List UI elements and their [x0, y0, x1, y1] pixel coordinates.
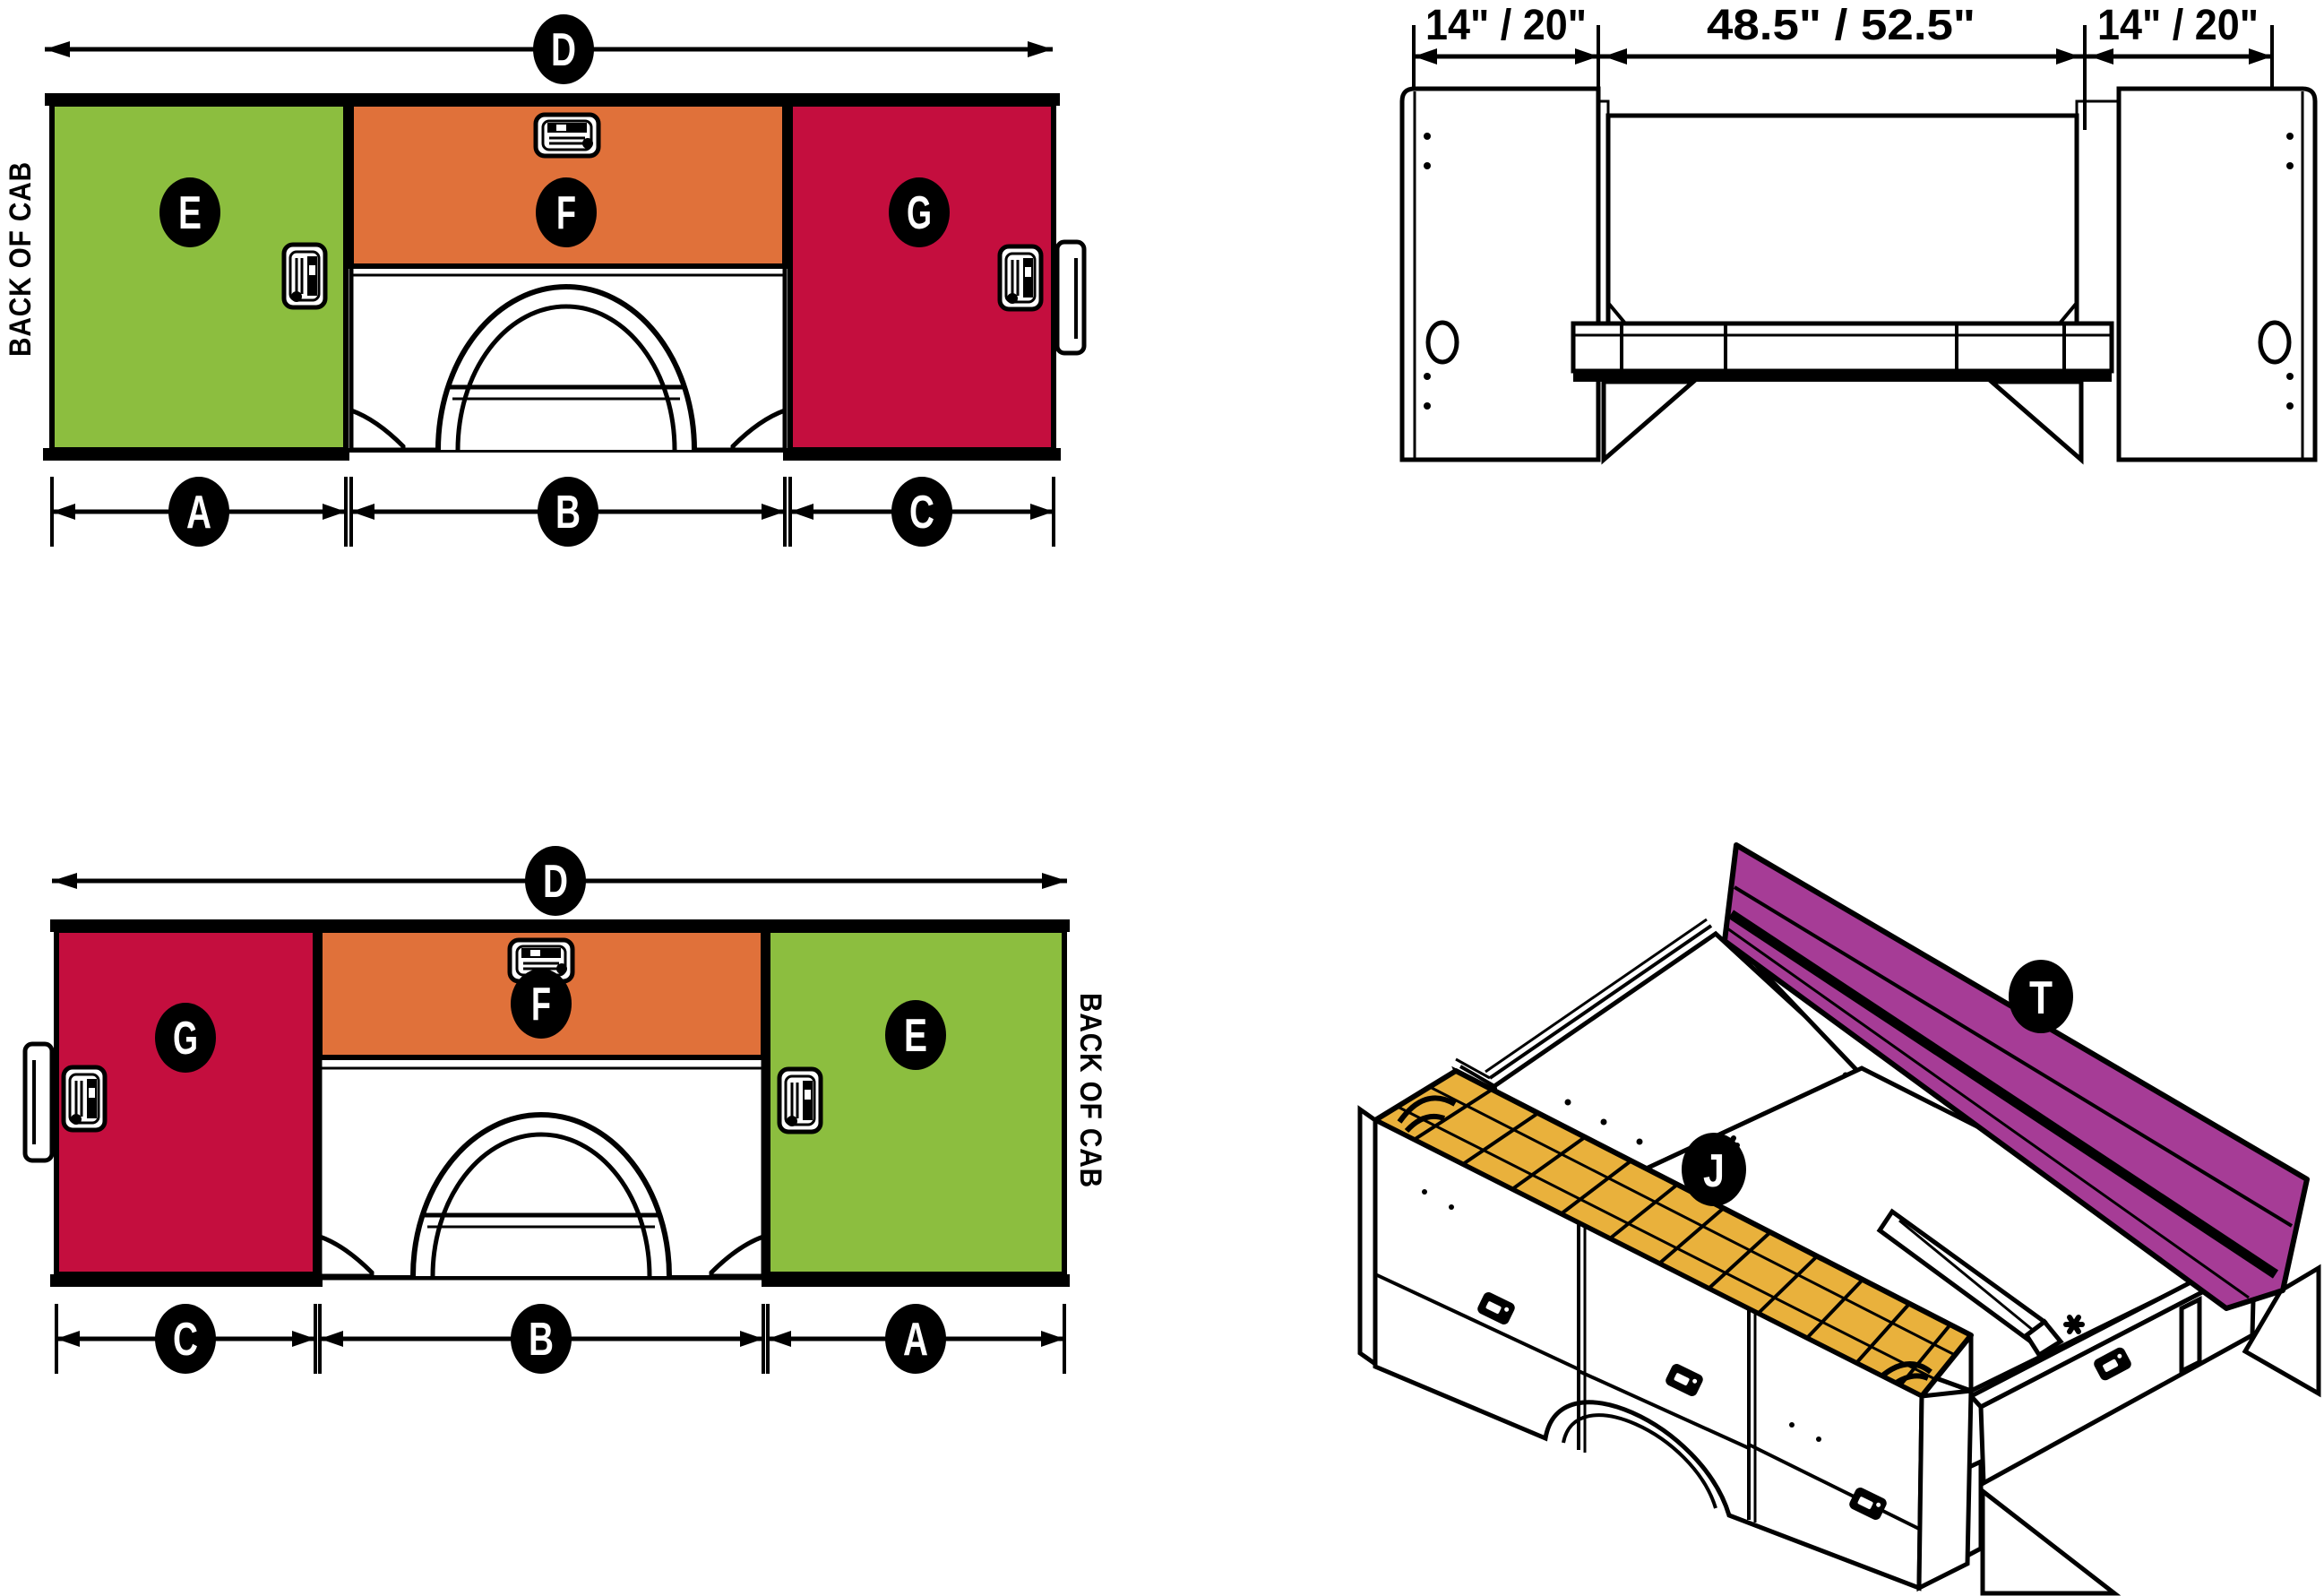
latch-door-E [284, 245, 325, 307]
door-bubble-G [155, 1003, 216, 1073]
dim-letter-D: D [551, 24, 576, 76]
rear-dim-center-label: 48.5" / 52.5" [1707, 2, 1975, 49]
dim-letter-C: C [909, 487, 934, 539]
iso-bubble-J [1682, 1133, 1746, 1206]
dim-letter-C: C [173, 1314, 198, 1366]
door-letter-G: G [907, 187, 932, 239]
dim-bubble-C [155, 1304, 216, 1374]
tray-bracket-front [1397, 1095, 1457, 1134]
door-letter-E: E [178, 187, 202, 239]
isometric-view: T J [1357, 842, 2321, 1596]
door-letter-F: F [556, 187, 576, 239]
latch-door-G [64, 1067, 105, 1130]
door-letter-G: G [173, 1013, 198, 1065]
rear-body [1399, 86, 2318, 465]
dimension-overall-D: D [45, 14, 1053, 84]
rear-bulkhead [1605, 113, 2079, 328]
skirt-foot-right [709, 1233, 766, 1279]
tail-tab [22, 1041, 55, 1163]
skirt-foot-left [349, 407, 406, 453]
tail-tab [1054, 239, 1087, 356]
dimension-row: C B A [55, 1304, 1066, 1374]
dim-bubble-B [511, 1304, 572, 1374]
dim-letter-B: B [555, 487, 581, 539]
floor-channel-wedge [1876, 1208, 2064, 1359]
side-view-street: BACK OF CAB D [4, 14, 1087, 547]
dim-letter-D: D [543, 856, 568, 908]
latch-door-E [779, 1069, 821, 1132]
body-panels: G F E [22, 919, 1070, 1287]
dim-bubble-A [168, 477, 229, 547]
rocker-strip-rear [783, 448, 1061, 461]
dim-bubble-B [538, 477, 598, 547]
latch-door-G [1000, 246, 1041, 309]
rear-dim-left-label: 14" / 20" [1425, 2, 1587, 49]
dim-letter-A: A [903, 1314, 928, 1366]
door-bubble-E [159, 177, 220, 247]
wheel-arch [410, 1112, 672, 1277]
iso-bubble-T [2009, 960, 2073, 1033]
dim-bubble-D [525, 846, 586, 916]
back-of-cab-label: BACK OF CAB [1073, 993, 1107, 1188]
door-bubble-G [889, 177, 950, 247]
rear-left-leg [1601, 379, 1700, 465]
back-of-cab-label: BACK OF CAB [4, 161, 38, 357]
rear-left-column [1399, 86, 1601, 462]
iso-left-wall-front-cap [1357, 1105, 1378, 1368]
rocker-strip-front [43, 448, 349, 461]
dim-letter-A: A [186, 487, 211, 539]
dim-letter-B: B [529, 1314, 554, 1366]
dim-bubble-C [891, 477, 952, 547]
dim-bubble-D [533, 14, 594, 84]
wheel-arch [435, 284, 697, 451]
rocker-strip-rear [762, 1274, 1070, 1287]
rear-view: 14" / 20" 48.5" / 52.5" 14" / 20" [1399, 2, 2318, 465]
rear-cross-sill [1571, 321, 2114, 374]
rear-right-column [2116, 86, 2318, 462]
iso-left-wall-outer [1357, 1105, 1974, 1592]
rear-dimension-row [1412, 25, 2274, 130]
iso-letter-J: J [1703, 1145, 1725, 1197]
rear-frame-rail [1573, 371, 2112, 382]
door-bubble-E [885, 1000, 946, 1070]
door-bubble-F [536, 177, 597, 247]
door-letter-E: E [904, 1010, 927, 1062]
skirt-foot-left [317, 1233, 374, 1279]
dim-bubble-A [885, 1304, 946, 1374]
rocker-strip-front [50, 1274, 323, 1287]
skirt-foot-right [730, 407, 788, 453]
dimension-overall-D: D [52, 846, 1067, 916]
iso-right-wall-end [2242, 1264, 2321, 1398]
door-letter-F: F [531, 979, 551, 1031]
body-panels: E F G [43, 93, 1087, 461]
iso-topsider-cover: T [1722, 842, 2310, 1311]
rear-dim-right-label: 14" / 20" [2097, 2, 2259, 49]
door-bubble-F [511, 969, 572, 1039]
iso-letter-T: T [2029, 972, 2053, 1024]
rope-hole-left [1425, 320, 1459, 365]
latch-door-F [536, 115, 598, 156]
dimension-row: A B C [50, 477, 1055, 547]
side-view-curb: BACK OF CAB D [22, 846, 1107, 1374]
iso-left-wall-rear-cap [1916, 1388, 1974, 1592]
rope-hole-right [2258, 320, 2292, 365]
rear-right-leg [1985, 379, 2084, 465]
